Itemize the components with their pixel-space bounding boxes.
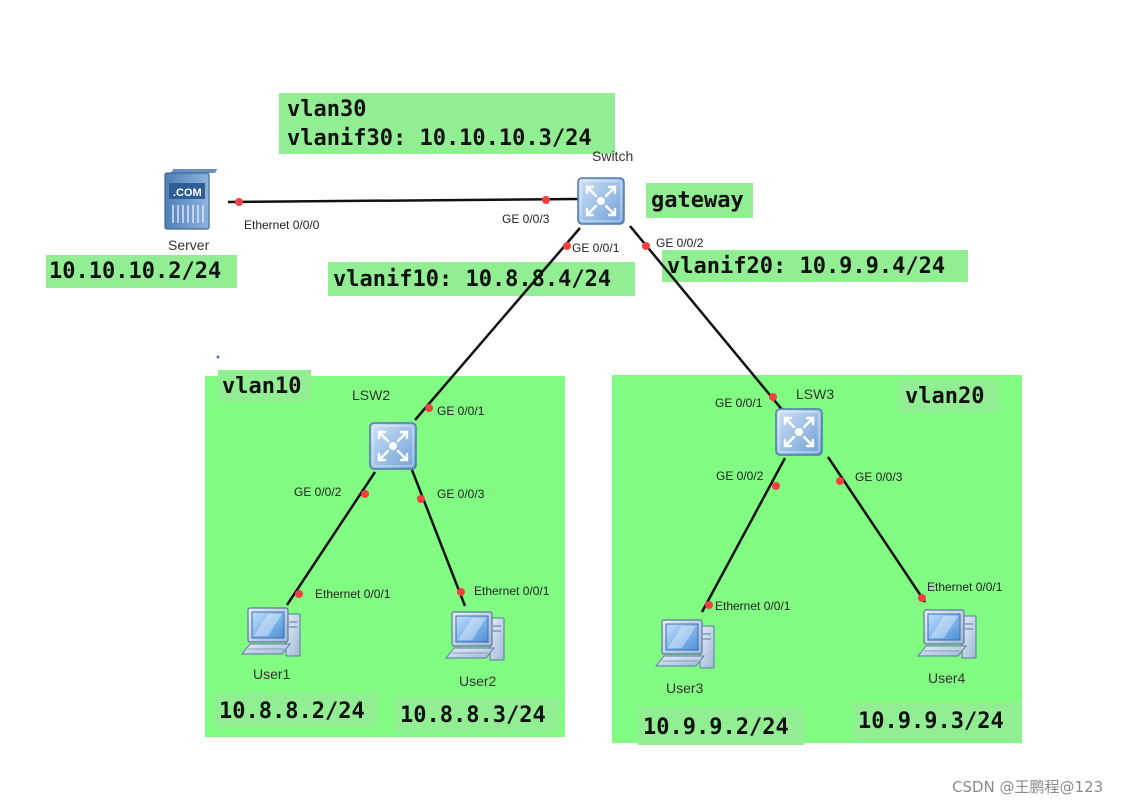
link-switch-lsw3 (629, 225, 785, 413)
user4-ip-label: 10.9.9.3/24 (858, 709, 1004, 734)
vlan10-label: vlan10 (222, 374, 301, 399)
user3-eth-port-label: Ethernet 0/0/1 (715, 599, 791, 613)
switch-ge002-port-label: GE 0/0/2 (656, 236, 704, 250)
lsw2-ge003-port-label: GE 0/0/3 (437, 487, 485, 501)
vlanif20-label: vlanif20: 10.9.9.4/24 (667, 254, 945, 279)
port-dot (361, 490, 369, 498)
server-ip-box (46, 255, 237, 288)
vlan20-label-box (898, 380, 999, 412)
user4-eth-port-label: Ethernet 0/0/1 (927, 580, 1003, 594)
lsw2-ge001-port-label: GE 0/0/1 (437, 404, 485, 418)
user3-ip-label: 10.9.9.2/24 (643, 715, 789, 740)
user4-pc-icon (917, 609, 977, 659)
link-lsw3-user4 (826, 456, 927, 603)
port-dot (705, 601, 713, 609)
port-dot (425, 404, 433, 412)
gateway-label: gateway (651, 188, 744, 213)
vlan30-label: vlan30 (287, 97, 366, 122)
lsw3-ge003-port-label: GE 0/0/3 (855, 470, 903, 484)
port-dot (772, 482, 780, 490)
user2-pc-icon (445, 611, 505, 661)
user1-ip-label: 10.8.8.2/24 (219, 699, 365, 724)
server-badge-text: .COM (173, 187, 202, 199)
link-lsw2-user2 (410, 469, 467, 607)
user2-device-label: User2 (459, 673, 497, 689)
port-dot (642, 242, 650, 250)
lsw3-switch-icon (774, 407, 824, 457)
user1-device-label: User1 (253, 666, 291, 682)
stray-dot (216, 355, 220, 359)
link-lsw2-user1 (285, 471, 377, 606)
port-dot (417, 495, 425, 503)
vlanif30-label: vlanif30: 10.10.10.3/24 (287, 126, 592, 151)
gateway-label-box (646, 183, 753, 218)
switch-ge001-port-label: GE 0/0/1 (572, 241, 620, 255)
user1-ip-box (214, 693, 378, 727)
port-dot (542, 196, 550, 204)
user3-ip-box (638, 708, 804, 745)
lsw3-ge001-port-label: GE 0/0/1 (715, 396, 763, 410)
port-dot (295, 590, 303, 598)
core-switch-icon (576, 176, 626, 226)
user3-pc-icon (655, 619, 715, 669)
server-icon: .COM (164, 169, 218, 230)
user4-ip-box (853, 702, 1021, 740)
server-device-label: Server (168, 237, 210, 253)
user4-device-label: User4 (928, 670, 966, 686)
vlanif20-label-box (662, 250, 968, 282)
port-dot (563, 242, 571, 250)
link-lsw3-user3 (700, 457, 787, 613)
watermark: CSDN @王鹏程@123 (952, 778, 1103, 796)
port-dot (235, 198, 243, 206)
lsw2-ge002-port-label: GE 0/0/2 (294, 485, 342, 499)
lsw2-switch-icon (368, 421, 418, 471)
server-eth-port-label: Ethernet 0/0/0 (244, 218, 320, 232)
user2-ip-label: 10.8.8.3/24 (400, 703, 546, 728)
user2-ip-box (395, 697, 559, 732)
server-ip-label: 10.10.10.2/24 (49, 259, 221, 284)
port-dot (457, 588, 465, 596)
vlanif10-label-box (328, 262, 635, 296)
switch-ge003-port-label: GE 0/0/3 (502, 212, 550, 226)
lsw3-ge002-port-label: GE 0/0/2 (716, 469, 764, 483)
link-server-switch (227, 197, 579, 204)
switch-device-label: Switch (592, 148, 633, 164)
lsw2-device-label: LSW2 (352, 387, 390, 403)
lsw3-device-label: LSW3 (796, 386, 834, 402)
vlan30-label-box (279, 93, 615, 154)
user2-eth-port-label: Ethernet 0/0/1 (474, 584, 550, 598)
port-dot (836, 477, 844, 485)
vlan10-label-box (218, 370, 311, 402)
user3-device-label: User3 (666, 680, 704, 696)
vlan20-label: vlan20 (905, 384, 984, 409)
vlanif10-label: vlanif10: 10.8.8.4/24 (333, 267, 611, 292)
port-dot (769, 393, 777, 401)
user1-eth-port-label: Ethernet 0/0/1 (315, 587, 391, 601)
link-switch-lsw2 (414, 227, 581, 421)
user1-pc-icon (241, 607, 301, 657)
port-dot (918, 594, 926, 602)
